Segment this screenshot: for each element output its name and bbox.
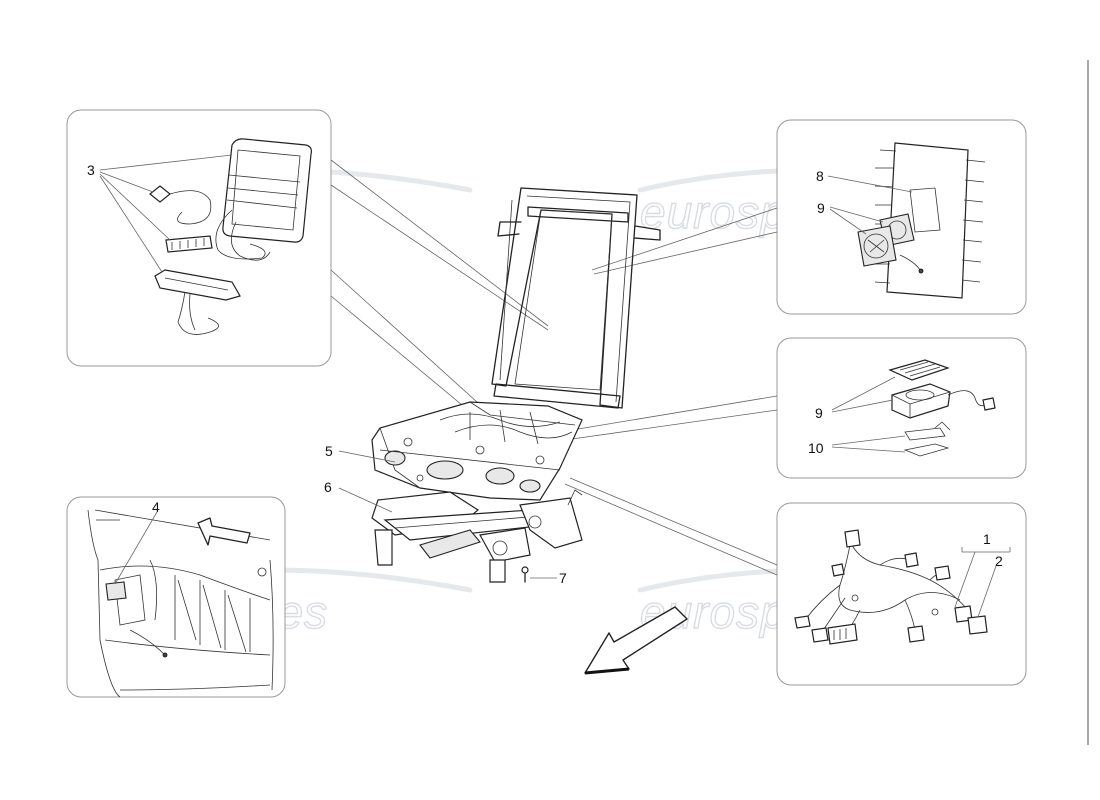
callout-1: 1 [983, 531, 991, 547]
leader-9b-2 [831, 399, 894, 413]
bracket-1 [961, 547, 1011, 553]
ventilation-panel-group [857, 142, 986, 299]
callout-2: 2 [995, 553, 1003, 569]
leader-lines [330, 159, 778, 576]
leader-5 [338, 450, 396, 463]
leader-10-2 [831, 446, 906, 453]
callout-9-fan: 9 [815, 405, 823, 421]
callout-5: 5 [325, 443, 333, 459]
seat-pan [371, 401, 583, 501]
leader-8 [827, 175, 913, 193]
heating-element-group [149, 138, 313, 335]
leader-4 [114, 511, 158, 585]
seat-back-frame [491, 187, 661, 409]
callout-6: 6 [324, 479, 332, 495]
leaders-3 [99, 154, 233, 273]
door-direction-arrow [197, 517, 251, 546]
leader-10-1 [831, 435, 906, 446]
callout-7: 7 [559, 570, 567, 586]
leader-1 [954, 551, 976, 608]
callout-10: 10 [808, 440, 824, 456]
callout-3: 3 [87, 162, 95, 178]
callout-4: 4 [152, 499, 160, 515]
leader-9a-2 [829, 208, 867, 235]
detail-box-door-switch [66, 496, 286, 698]
door-panel-group [87, 509, 274, 698]
seat-rails [371, 489, 583, 583]
fan-group [888, 359, 996, 457]
leader-6 [338, 487, 393, 513]
wiring-harness-group [794, 529, 988, 645]
leader-9a-1 [829, 206, 884, 223]
callout-9-top: 9 [817, 200, 825, 216]
leader-2 [977, 565, 997, 618]
leader-9b-1 [831, 376, 896, 411]
direction-arrow [584, 606, 688, 674]
callout-8: 8 [816, 168, 824, 184]
